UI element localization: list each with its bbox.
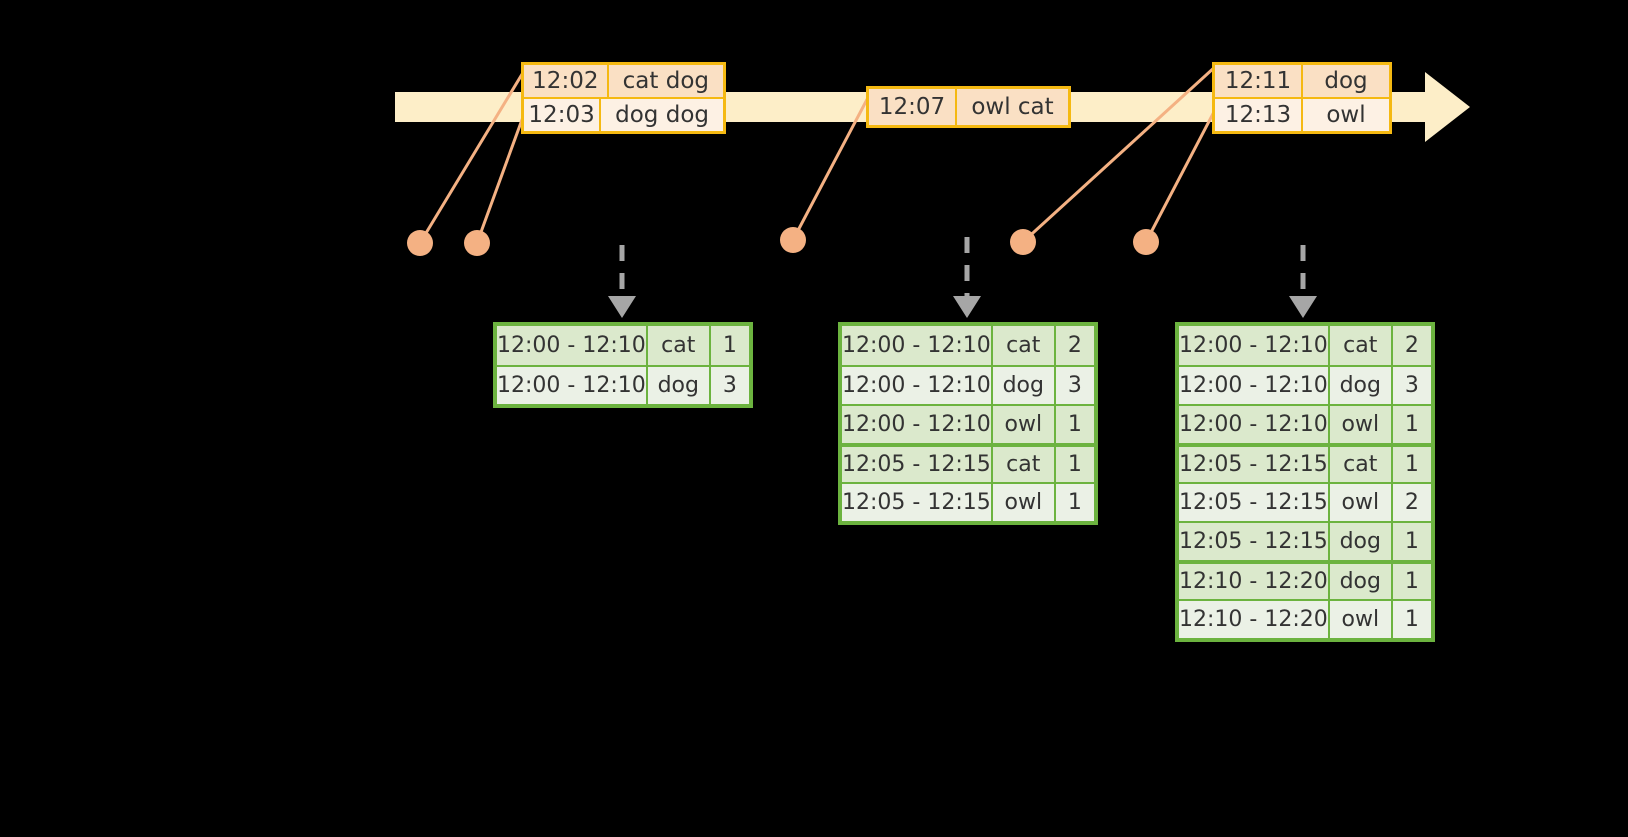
table-cell-count: 3 [1392,367,1431,404]
table-cell-count: 1 [1392,523,1431,560]
table-cell-count: 1 [1055,447,1094,482]
table-cell-window: 12:00 - 12:10 [842,367,993,404]
table-cell-word: owl [992,484,1056,521]
table-cell-window: 12:05 - 12:15 [842,484,993,521]
table-cell-count: 2 [1055,326,1094,365]
table-cell-count: 1 [1392,601,1431,638]
event-words: cat dog [608,65,723,97]
table-cell-word: owl [1329,484,1393,521]
table-cell-window: 12:00 - 12:10 [497,326,648,365]
table-cell-window: 12:00 - 12:10 [1179,406,1330,443]
event-dot-3[interactable] [780,227,806,253]
event-time: 12:13 [1215,99,1303,131]
table-cell-window: 12:00 - 12:10 [497,367,648,404]
table-cell-count: 1 [1392,406,1431,443]
table-cell-window: 12:05 - 12:15 [1179,484,1330,521]
table-cell-word: dog [1329,367,1393,404]
dashed-arrowhead-icon [608,296,636,318]
table-cell-count: 2 [1392,484,1431,521]
event-words: owl cat [957,89,1068,125]
table-cell-window: 12:05 - 12:15 [842,447,993,482]
table-cell-word: owl [1329,601,1393,638]
table-cell-window: 12:00 - 12:10 [1179,326,1330,365]
event-time: 12:11 [1215,65,1303,97]
table-cell-window: 12:05 - 12:15 [1179,447,1330,482]
event-dot-4[interactable] [1010,229,1036,255]
dashed-arrowhead-icon [953,296,981,318]
event-time: 12:02 [524,65,609,97]
event-words: owl [1303,99,1389,131]
table-cell-window: 12:10 - 12:20 [1179,601,1330,638]
table-cell-count: 3 [1055,367,1094,404]
table-cell-window: 12:00 - 12:10 [1179,367,1330,404]
table-cell-count: 3 [710,367,749,404]
table-cell-word: dog [1329,523,1393,560]
event-time: 12:07 [869,89,957,125]
table-cell-count: 1 [710,326,749,365]
event-time: 12:03 [524,99,602,131]
event-dot-5[interactable] [1133,229,1159,255]
event-words: dog dog [601,99,723,131]
table-cell-count: 1 [1392,447,1431,482]
table-cell-window: 12:00 - 12:10 [842,406,993,443]
event-words: dog [1303,65,1389,97]
table-cell-word: owl [1329,406,1393,443]
timeline-arrowhead-icon [1425,72,1470,142]
table-cell-word: cat [1329,326,1393,365]
table-cell-count: 1 [1055,406,1094,443]
table-cell-window: 12:00 - 12:10 [842,326,993,365]
table-cell-word: cat [647,326,711,365]
table-cell-count: 2 [1392,326,1431,365]
table-cell-word: dog [992,367,1056,404]
event-dot-2[interactable] [464,230,490,256]
table-cell-count: 1 [1392,564,1431,599]
event-leader-line [1144,107,1218,243]
table-cell-word: dog [1329,564,1393,599]
table-cell-word: cat [1329,447,1393,482]
table-cell-word: dog [647,367,711,404]
table-cell-word: owl [992,406,1056,443]
dashed-arrowhead-icon [1289,296,1317,318]
table-cell-word: cat [992,447,1056,482]
table-cell-window: 12:05 - 12:15 [1179,523,1330,560]
table-cell-word: cat [992,326,1056,365]
table-cell-count: 1 [1055,484,1094,521]
event-dot-1[interactable] [407,230,433,256]
event-leader-line [475,105,529,244]
table-cell-window: 12:10 - 12:20 [1179,564,1330,599]
